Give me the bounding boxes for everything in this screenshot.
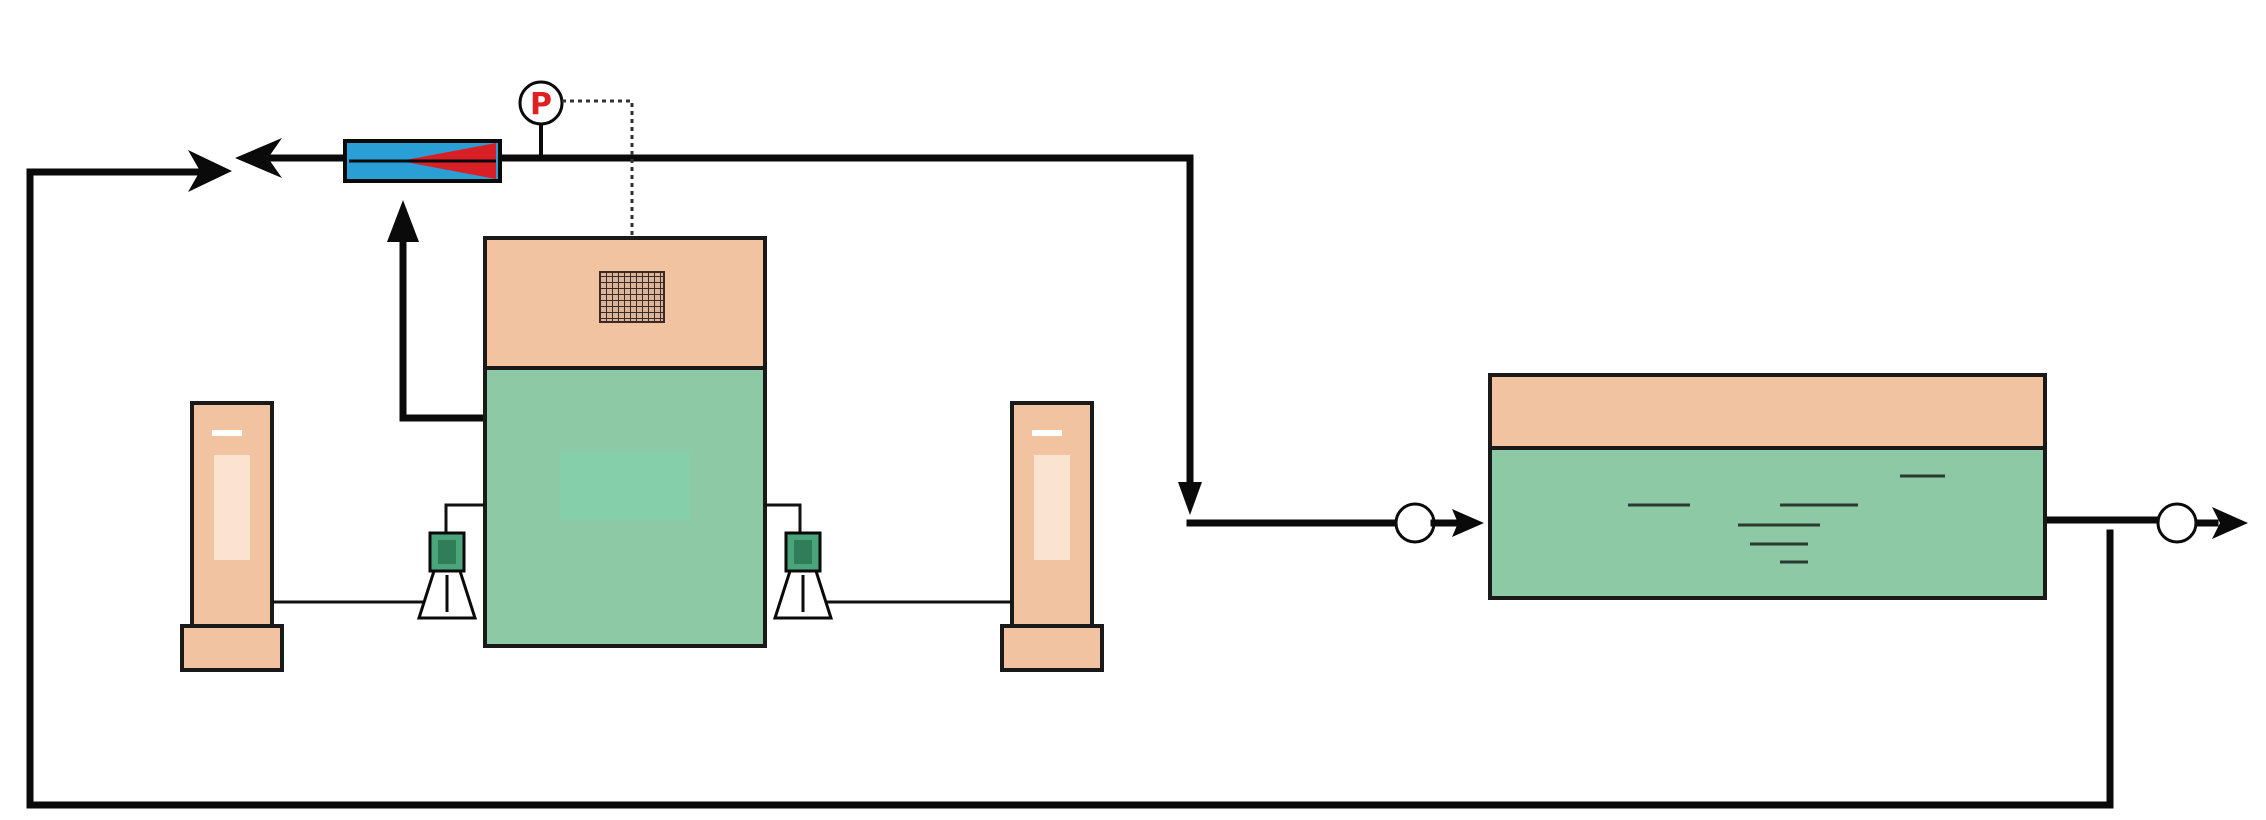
left-column bbox=[180, 401, 284, 672]
down-arrow-icon bbox=[1178, 482, 1202, 515]
recycle-loop-pipe bbox=[26, 168, 2114, 809]
settling-tank bbox=[1488, 373, 2047, 600]
right-column bbox=[1000, 401, 1104, 672]
left-outlet-arrow-icon bbox=[235, 138, 282, 178]
riser-arrow-icon bbox=[387, 200, 419, 242]
recycle-arrow-icon bbox=[188, 150, 232, 192]
top-header-pipe bbox=[496, 154, 1194, 504]
left-pump bbox=[416, 531, 478, 620]
right-pump bbox=[772, 531, 834, 620]
reactor-riser-pipe bbox=[399, 234, 489, 422]
control-panel-icon bbox=[599, 271, 665, 323]
static-mixer bbox=[343, 139, 502, 183]
outlet-arrow-icon bbox=[2212, 507, 2248, 539]
pressure-gauge: P bbox=[518, 80, 634, 238]
outlet-valve-icon bbox=[2156, 502, 2198, 544]
main-reactor-tank bbox=[483, 236, 767, 648]
pressure-gauge-symbol: P bbox=[530, 87, 552, 122]
left-pump-line bbox=[444, 503, 485, 533]
inlet-valve-icon bbox=[1394, 502, 1436, 544]
inlet-arrow-icon bbox=[1452, 509, 1484, 537]
pressure-gauge-icon bbox=[518, 80, 564, 126]
gauge-signal-line bbox=[562, 99, 634, 238]
right-pump-line bbox=[765, 503, 802, 533]
